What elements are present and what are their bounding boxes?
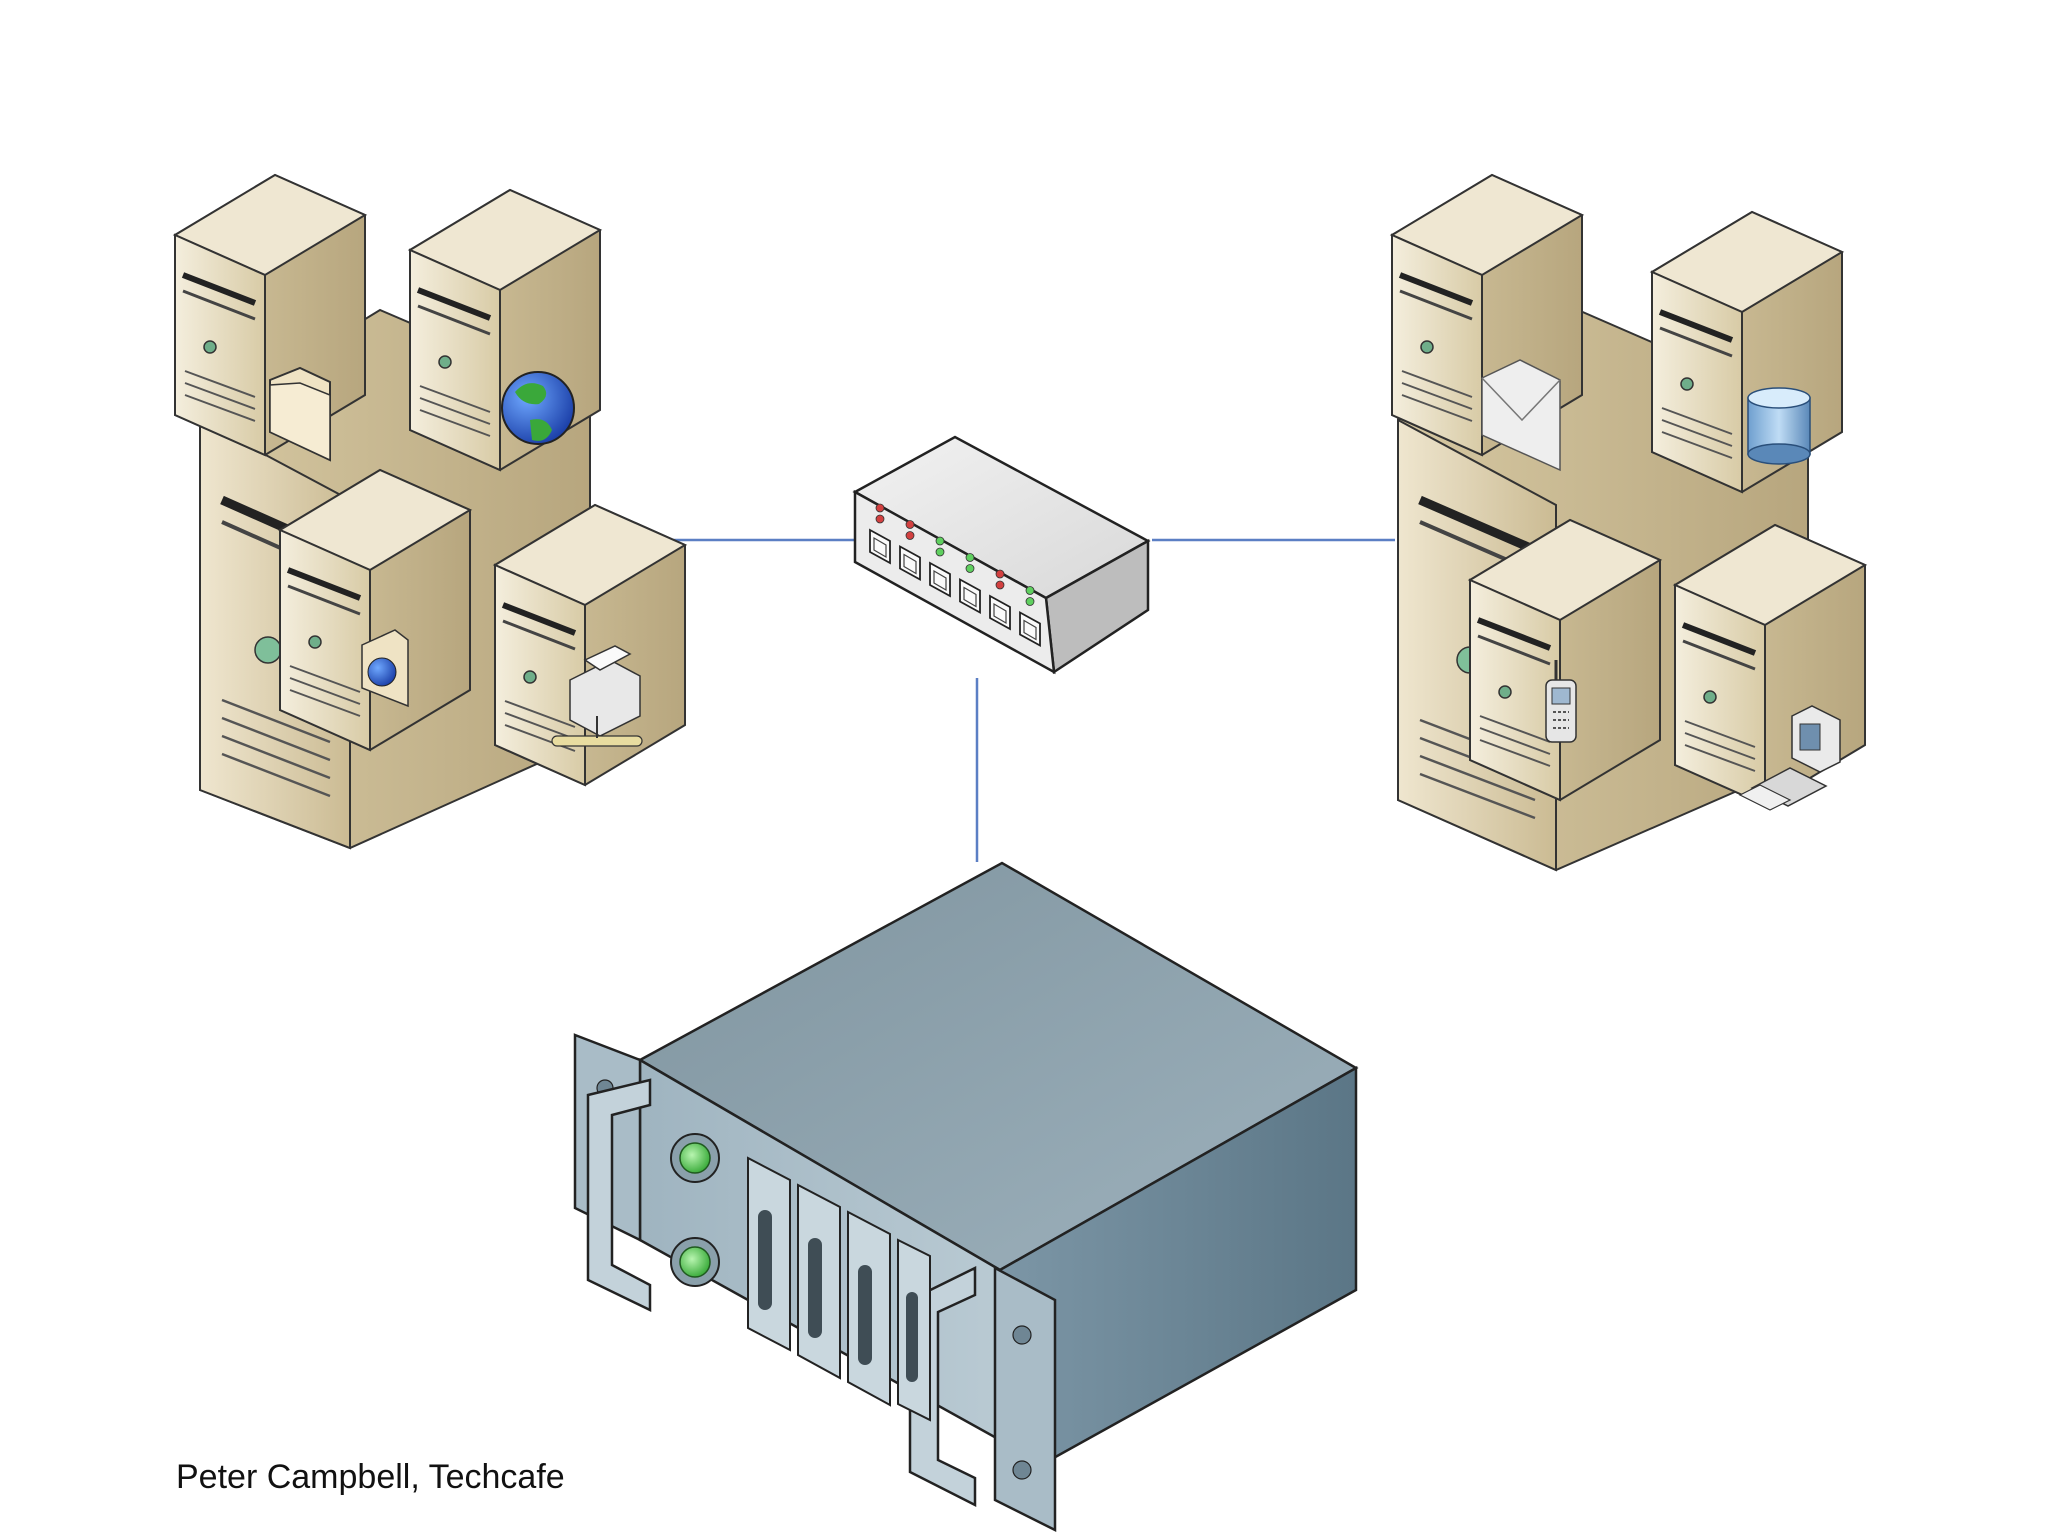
drive-bay: [897, 1238, 931, 1422]
switch-port: [869, 503, 891, 565]
switch-led: [905, 531, 915, 540]
drive-bay: [797, 1183, 841, 1380]
rack-led-top: [670, 1133, 720, 1183]
switch-led: [995, 580, 1005, 590]
mobile-phone-icon: [1545, 660, 1577, 743]
switch-port: [959, 553, 981, 615]
switch-led: [875, 514, 885, 524]
switch-led: [965, 553, 975, 562]
rack-handle-left: [586, 1078, 652, 1312]
switch-led: [905, 520, 915, 529]
switch-led: [1025, 597, 1035, 606]
switch-port: [989, 569, 1011, 631]
intranet-server-tower: [280, 470, 470, 750]
globe-document-icon: [361, 629, 409, 708]
switch-led: [935, 547, 945, 557]
rack-led-bottom: [670, 1237, 720, 1287]
switch-port: [929, 536, 951, 598]
switch-led: [965, 564, 975, 573]
switch-port: [1019, 586, 1041, 648]
mobile-server-tower: [1470, 520, 1660, 800]
switch-port: [899, 520, 921, 582]
network-switch: [852, 435, 1151, 675]
drive-bay: [747, 1156, 791, 1352]
switch-led: [995, 569, 1005, 579]
rack-server: [573, 861, 1359, 1533]
globe-icon: [501, 371, 575, 445]
rack-drive-bays: [747, 1156, 931, 1422]
left-server-cluster: [175, 175, 685, 850]
connection-links: [645, 538, 1395, 862]
web-server-tower: [410, 190, 600, 470]
drive-bay: [847, 1210, 891, 1407]
workstation-icon: [1738, 705, 1841, 811]
database-icon: [1747, 387, 1811, 465]
switch-led: [1025, 586, 1035, 595]
printer-icon: [551, 645, 643, 747]
database-server-tower: [1652, 212, 1842, 492]
folder-icon: [269, 366, 331, 462]
switch-led: [935, 536, 945, 546]
credit-text: Peter Campbell, Techcafe: [176, 1458, 565, 1496]
switch-ports: [869, 503, 1041, 648]
right-server-cluster: [1392, 175, 1865, 872]
mail-icon: [1481, 359, 1561, 472]
switch-led: [875, 503, 885, 513]
